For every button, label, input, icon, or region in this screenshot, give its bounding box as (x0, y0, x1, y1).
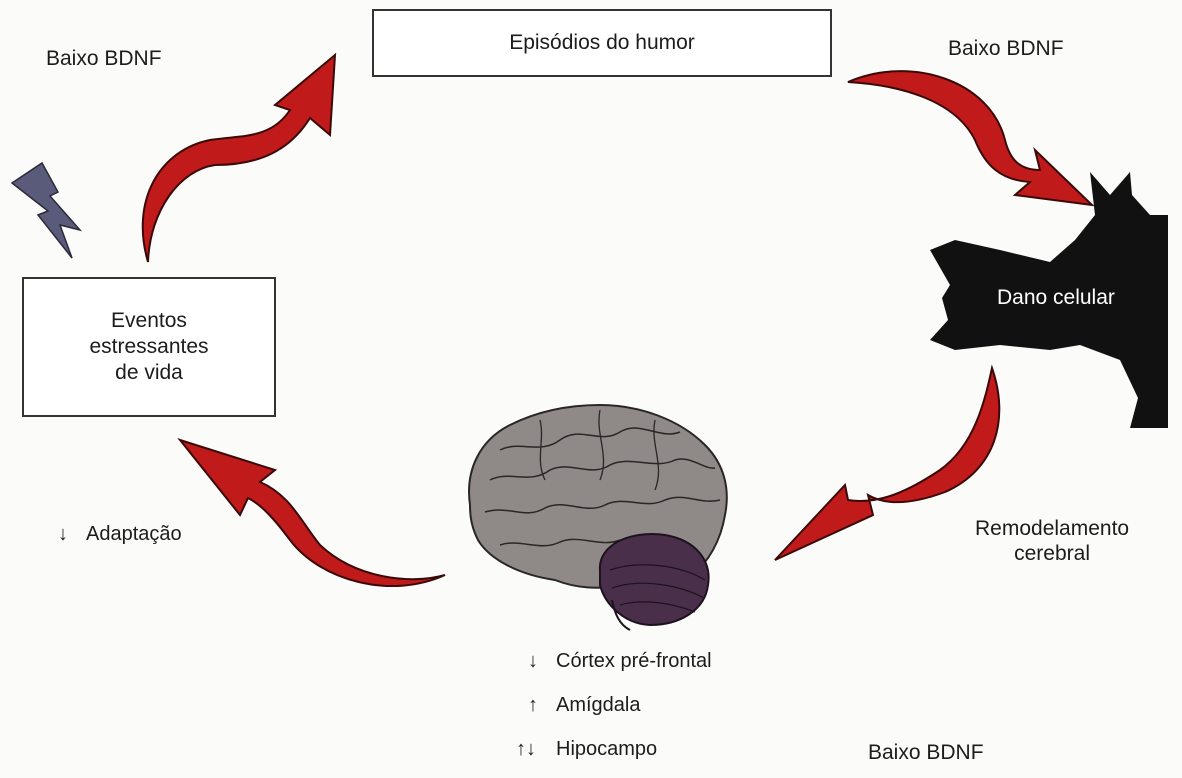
brain-region-row: ↑↓ Hipocampo (516, 738, 657, 761)
brain-icon (469, 405, 727, 630)
brain-remodeling-label: Remodelamento cerebral (975, 516, 1129, 566)
stressful-events-label: Eventos estressantes de vida (89, 308, 208, 387)
region-trend-icon: ↑↓ (516, 738, 548, 761)
arrow-damage-to-brain (775, 368, 999, 560)
adaptation-row: ↓ Adaptação (58, 523, 182, 546)
region-trend-icon: ↓ (528, 650, 548, 673)
brain-region-row: ↓ Córtex pré-frontal (528, 650, 712, 673)
low-bdnf-label-top-left: Baixo BDNF (46, 46, 162, 71)
low-bdnf-label-top-right: Baixo BDNF (948, 36, 1064, 61)
region-trend-icon: ↑ (528, 694, 548, 717)
mood-episodes-label: Episódios do humor (509, 30, 695, 56)
region-name: Córtex pré-frontal (556, 650, 712, 673)
adaptation-label: Adaptação (86, 523, 182, 546)
arrow-events-to-episodes (143, 55, 335, 262)
mood-episodes-box: Episódios do humor (372, 9, 832, 77)
arrow-episodes-to-damage (848, 71, 1092, 205)
region-name: Hipocampo (556, 738, 657, 761)
lightning-icon (12, 163, 80, 258)
stressful-events-box: Eventos estressantes de vida (22, 277, 276, 417)
brain-region-row: ↑ Amígdala (528, 694, 641, 717)
low-bdnf-label-bottom: Baixo BDNF (868, 740, 984, 765)
down-arrow-icon: ↓ (58, 523, 78, 546)
arrow-brain-to-events (180, 440, 445, 586)
region-name: Amígdala (556, 694, 641, 717)
cell-damage-label: Dano celular (997, 285, 1115, 310)
